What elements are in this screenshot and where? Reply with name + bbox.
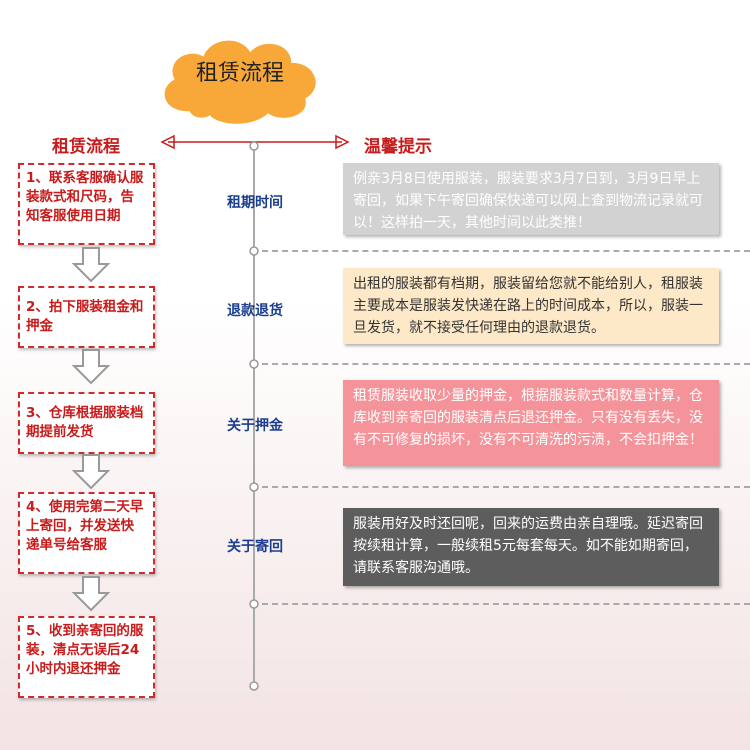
flow-header: 租赁流程 [52, 137, 120, 157]
timeline-dot-icon [249, 599, 259, 609]
separator [262, 603, 750, 605]
tip-refund: 出租的服装都有档期，服装留给您就不能给别人，租服装主要成本是服装发快递在路上的时… [343, 268, 719, 344]
tip-label-return: 关于寄回 [227, 539, 283, 555]
down-arrow-icon [72, 576, 110, 612]
title-cloud-icon [164, 40, 316, 124]
tip-label-rental-period: 租期时间 [227, 195, 283, 211]
timeline-dot-icon [249, 141, 259, 151]
separator [262, 363, 750, 365]
tips-header: 温馨提示 [364, 137, 432, 157]
down-arrow-icon [72, 454, 110, 490]
tip-label-deposit: 关于押金 [227, 418, 283, 434]
tip-label-refund: 退款退货 [227, 303, 283, 319]
step-2: 2、拍下服装租金和押金 [18, 286, 155, 348]
page-title: 租赁流程 [195, 61, 284, 86]
tip-rental-period: 例亲3月8日使用服装，服装要求3月7日到，3月9日早上寄回，如果下午寄回确保快递… [343, 163, 719, 235]
step-5: 5、收到亲寄回的服装，清点无误后24小时内退还押金 [18, 616, 155, 698]
step-1: 1、联系客服确认服装款式和尺码，告知客服使用日期 [18, 163, 155, 245]
timeline-line [253, 145, 255, 690]
timeline-dot-icon [249, 246, 259, 256]
step-3: 3、仓库根据服装档期提前发货 [18, 392, 155, 454]
separator [262, 250, 750, 252]
timeline-dot-icon [249, 482, 259, 492]
down-arrow-icon [72, 349, 110, 385]
down-arrow-icon [72, 247, 110, 283]
separator [262, 486, 750, 488]
tip-return: 服装用好及时还回呢，回来的运费由亲自理哦。延迟寄回按续租计算，一般续租5元每套每… [343, 508, 719, 586]
step-4: 4、使用完第二天早上寄回，并发送快递单号给客服 [18, 492, 155, 574]
timeline-dot-icon [249, 681, 259, 691]
tip-deposit: 租赁服装收取少量的押金，根据服装款式和数量计算，仓库收到亲寄回的服装清点后退还押… [343, 380, 719, 466]
timeline-dot-icon [249, 359, 259, 369]
